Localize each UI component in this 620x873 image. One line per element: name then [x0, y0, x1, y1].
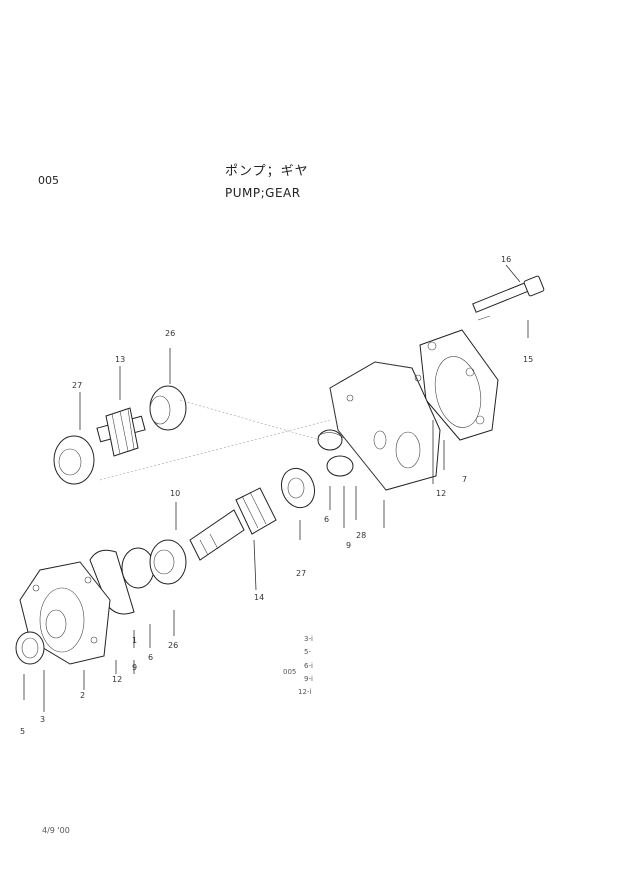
callout-10: 10	[170, 489, 180, 498]
callout-12-right: 12	[436, 489, 446, 498]
note-4: 9-i	[304, 675, 313, 683]
callout-3: 3	[40, 715, 45, 724]
callout-15: 15	[523, 355, 533, 364]
callout-27-right: 27	[296, 569, 306, 578]
drive-gear-shaft-part	[189, 487, 277, 561]
seal-rings-left	[89, 539, 187, 615]
callout-16: 16	[501, 255, 511, 264]
bolt-part	[472, 275, 545, 321]
footer-date: 4/9 '00	[42, 826, 70, 835]
callout-14: 14	[254, 593, 264, 602]
callout-26-bottom: 26	[168, 641, 178, 650]
bushing-left-part	[53, 435, 95, 485]
page-code: 005	[38, 174, 59, 187]
callout-12-left: 12	[112, 675, 122, 684]
callout-2: 2	[80, 691, 85, 700]
callout-9-right: 9	[346, 541, 351, 550]
callout-5: 5	[20, 727, 25, 736]
callout-26-top: 26	[165, 329, 175, 338]
note-5: 12-i	[298, 688, 311, 696]
callout-6-right: 6	[324, 515, 329, 524]
driven-gear-part	[96, 407, 146, 457]
snap-ring-part	[15, 631, 45, 665]
title-english: PUMP;GEAR	[225, 186, 301, 200]
seal-rings-right	[317, 429, 354, 477]
pump-housing-part	[329, 361, 441, 491]
note-3: 6-i	[304, 662, 313, 670]
bushing-right-part	[280, 467, 316, 509]
callout-9-left: 9	[132, 663, 137, 672]
note-code: 005	[283, 668, 296, 676]
note-2: 5-	[304, 648, 311, 656]
callout-13: 13	[115, 355, 125, 364]
callout-6-left: 6	[148, 653, 153, 662]
callout-27-left: 27	[72, 381, 82, 390]
callout-28: 28	[356, 531, 366, 540]
callout-1: 1	[132, 636, 137, 645]
callout-7: 7	[462, 475, 467, 484]
note-1: 3-i	[304, 635, 313, 643]
title-japanese: ポンプ；ギヤ	[225, 164, 309, 179]
bushing-top-part	[149, 385, 187, 431]
